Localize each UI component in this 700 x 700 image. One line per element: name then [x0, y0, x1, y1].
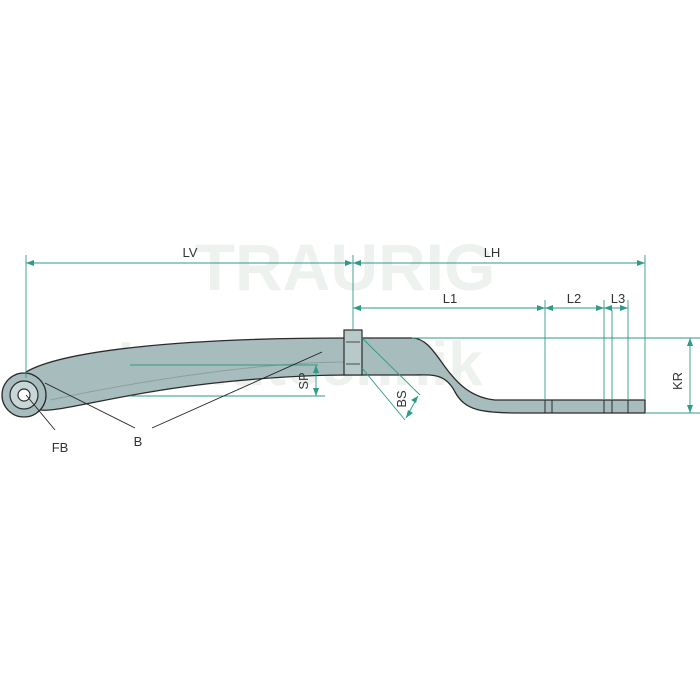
spring-leaf-shading — [49, 361, 349, 401]
spring-leaf — [25, 337, 646, 414]
label-l1: L1 — [443, 291, 457, 306]
center-bolt — [343, 329, 363, 376]
label-lh: LH — [484, 245, 501, 260]
dimension-lines — [25, 255, 700, 421]
label-l3: L3 — [611, 291, 625, 306]
label-fb: FB — [52, 440, 69, 455]
label-kr: KR — [670, 372, 685, 390]
b-leader-2 — [151, 351, 323, 429]
label-lv: LV — [183, 245, 198, 260]
label-sp: SP — [296, 372, 311, 389]
watermark-line-1: TRAURIG — [195, 230, 496, 304]
leaf-spring — [1, 329, 646, 418]
leader-lines — [25, 351, 323, 431]
label-bs: BS — [394, 390, 409, 408]
fb-leader — [25, 394, 56, 431]
spring-eye-bore — [17, 388, 31, 402]
dimension-arrows — [26, 260, 693, 418]
label-b: B — [134, 434, 143, 449]
b-leader-1 — [44, 382, 136, 429]
label-l2: L2 — [567, 291, 581, 306]
